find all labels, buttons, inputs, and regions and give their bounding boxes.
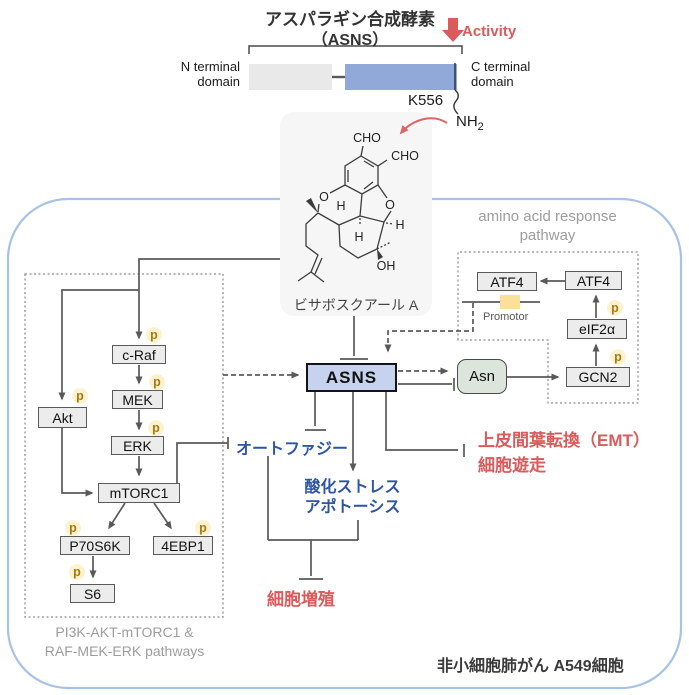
- mtorc1-to-4ebp1-arrow: [153, 502, 172, 530]
- asns-asn-tbar-line: [398, 378, 455, 391]
- n-terminal-line2: domain: [197, 73, 240, 89]
- nh2-label: NH2: [456, 113, 484, 133]
- kinase-pathway-connectors: [58, 258, 280, 579]
- p70s6k-box: P70S6K: [60, 536, 130, 555]
- c-domain-bar: [345, 64, 457, 90]
- activity-down-arrow-icon: [442, 18, 464, 42]
- promotor-to-asns-dashed-arrow: [384, 303, 474, 353]
- promotor-box: [500, 295, 520, 309]
- mek-box: MEK: [112, 390, 163, 409]
- k556-squiggle-line: [453, 89, 459, 115]
- apoptosis-line: アポトーシス: [304, 499, 401, 516]
- erk-phospho-badge: p: [148, 420, 164, 436]
- c-terminal-label: C terminal domain: [471, 59, 551, 89]
- n-terminal-line1: N terminal: [180, 59, 240, 74]
- asns-inhibits-emt-tbar: [385, 392, 465, 457]
- 4ebp1-phospho-badge: p: [195, 520, 211, 536]
- cho-top-label: CHO: [353, 131, 381, 145]
- nh2-subscript: 2: [477, 121, 484, 133]
- asn-box: Asn: [457, 359, 507, 394]
- s6-phospho-badge: p: [69, 564, 85, 580]
- gcn2-box: GCN2: [566, 367, 630, 387]
- activity-text: Activity: [462, 23, 517, 40]
- erk-box: ERK: [111, 436, 164, 455]
- craf-phospho-badge: p: [146, 327, 162, 343]
- compound-atom-labels: CHO CHO O O H H H OH: [319, 131, 419, 273]
- s6-box: S6: [70, 584, 115, 603]
- nh2-main: NH: [456, 113, 478, 130]
- eif2a-box: eIF2α: [567, 319, 627, 339]
- 4ebp1-box: 4EBP1: [153, 536, 213, 555]
- kinase-caption-line2: RAF-MEK-ERK pathways: [44, 643, 205, 659]
- eif2a-phospho-badge: p: [607, 300, 623, 316]
- atf4-right-box: ATF4: [565, 271, 622, 290]
- compound-inhibits-asns-tbar: [340, 316, 368, 360]
- atf4-left-box: ATF4: [477, 272, 537, 291]
- c-terminal-line1: C terminal: [471, 59, 531, 74]
- asns-box: ASNS: [306, 363, 397, 392]
- diagram-title: アスパラギン合成酵素: [265, 10, 435, 29]
- amino-pathway-title-line2: pathway: [519, 227, 576, 244]
- compound-structure-drawing: [297, 145, 395, 283]
- h2-label: H: [354, 230, 363, 244]
- protein-span-bracket: [248, 45, 463, 54]
- cho-right-label: CHO: [391, 149, 419, 163]
- amino-pathway-title-line1: amino acid response: [478, 208, 617, 225]
- proliferation-label: 細胞増殖: [267, 590, 335, 609]
- o-right-label: O: [385, 198, 395, 212]
- k556-label: K556: [408, 92, 444, 109]
- emt-line2: 細胞遊走: [478, 456, 546, 475]
- emt-line1: 上皮間葉転換（EMT）: [478, 431, 650, 450]
- diagram-title-abbrev: （ASNS）: [311, 32, 389, 49]
- h3-label: H: [395, 218, 404, 232]
- mtorc1-to-p70s6k-arrow: [108, 502, 126, 530]
- mtorc1-box: mTORC1: [98, 483, 180, 503]
- mtorc1-inhibits-autophagy-tbar: [176, 437, 229, 483]
- mek-phospho-badge: p: [149, 374, 165, 390]
- compound-background: [280, 112, 432, 316]
- promotor-label: Promotor: [483, 311, 529, 323]
- compound-to-craf-line: [135, 258, 280, 340]
- p70s6k-phospho-badge: p: [65, 520, 81, 536]
- branch-to-akt-line: [58, 289, 139, 401]
- stress-apoptosis-label: 酸化ストレス アポトーシス: [295, 478, 410, 518]
- compound-name-label: ビサボスクアール A: [293, 297, 419, 313]
- o-left-label: O: [319, 190, 329, 204]
- cell-type-label: 非小細胞肺がん A549細胞: [437, 658, 624, 675]
- akt-phospho-badge: p: [72, 388, 88, 404]
- craf-box: c-Raf: [112, 345, 166, 364]
- oh-label: OH: [377, 259, 396, 273]
- emt-migration-label: 上皮間葉転換（EMT） 細胞遊走: [478, 428, 650, 478]
- kinase-caption-line1: PI3K-AKT-mTORC1 &: [55, 624, 194, 640]
- activity-label: Activity: [462, 23, 516, 40]
- amino-pathway-dotted-box: [457, 251, 639, 404]
- akt-to-mtorc1-line: [61, 428, 94, 497]
- autophagy-label: オートファジー: [236, 441, 349, 458]
- h1-label: H: [336, 199, 345, 213]
- n-terminal-label: N terminal domain: [168, 59, 240, 89]
- akt-box: Akt: [38, 407, 87, 428]
- oxidative-stress-line: 酸化ストレス: [304, 479, 401, 496]
- asns-inhibits-autophagy-tbar: [305, 392, 326, 431]
- nh2-to-compound-red-arrow: [399, 117, 448, 135]
- gcn2-phospho-badge: p: [610, 349, 626, 365]
- c-terminal-line2: domain: [471, 73, 514, 89]
- n-domain-bar: [249, 64, 332, 90]
- kinase-pathway-caption: PI3K-AKT-mTORC1 & RAF-MEK-ERK pathways: [22, 623, 227, 661]
- amino-pathway-title: amino acid response pathway: [450, 207, 645, 245]
- kinase-pathway-dotted-box: [24, 273, 224, 618]
- inhibits-proliferation-tbar: [268, 539, 358, 580]
